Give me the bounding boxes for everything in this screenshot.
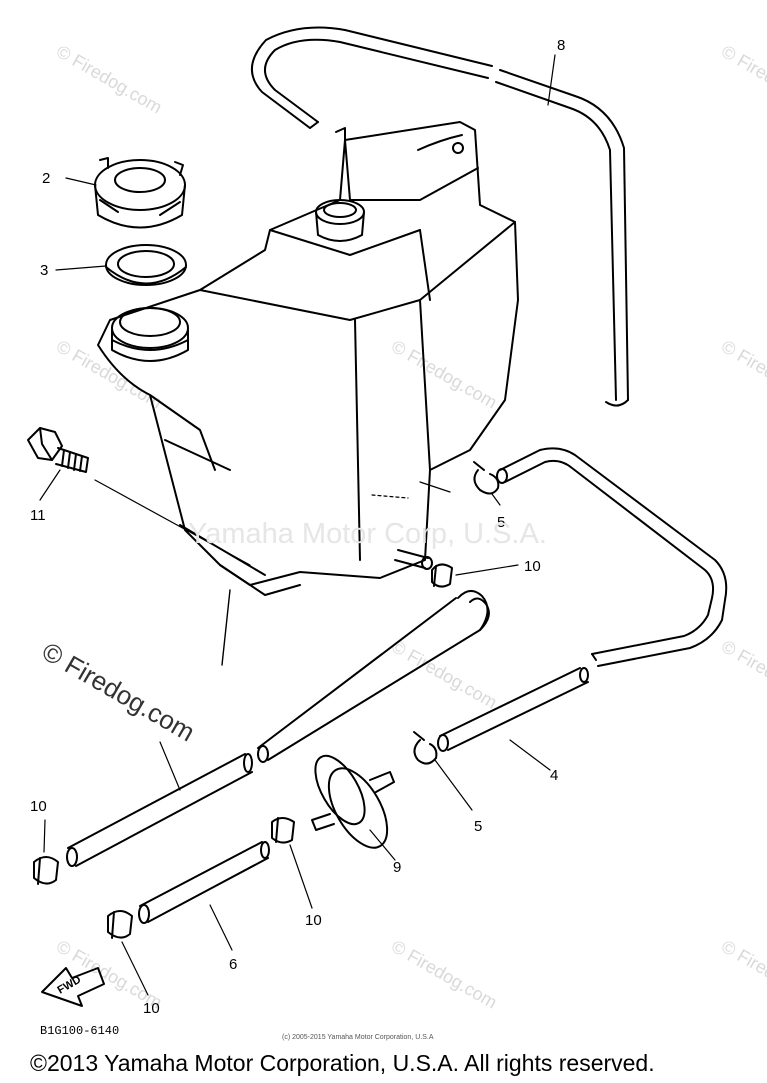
bolt-leader-line (94, 479, 251, 566)
callout-11: 11 (30, 507, 46, 524)
callout-10-bottom: 10 (143, 1000, 160, 1017)
callout-leaders (39, 54, 556, 996)
watermark-tile: © Firedog.com (718, 936, 767, 1012)
watermark-tile: © Firedog.com (53, 41, 165, 117)
mounting-bolt-11 (27, 427, 89, 473)
fwd-label: FWD (56, 974, 84, 997)
small-copyright: (c) 2005-2015 Yamaha Motor Corporation, … (282, 1034, 434, 1041)
callout-6: 6 (229, 956, 237, 973)
callout-4: 4 (550, 767, 558, 784)
watermark-tile: © Firedog.com (718, 636, 767, 712)
callout-10-left: 10 (30, 798, 47, 815)
watermark-tile: © Firedog.com (388, 336, 500, 412)
callout-2: 2 (42, 170, 50, 187)
hose-clip-5-upper (473, 461, 500, 495)
tank-leader-line-1 (221, 589, 231, 666)
tank-outlet-nipple (371, 481, 451, 570)
hose-clamp-10-mid (271, 817, 295, 844)
callout-8: 8 (557, 37, 565, 54)
hose-4 (437, 667, 589, 752)
return-hose-upper (496, 447, 728, 667)
watermark-tile: © Firedog.com (718, 41, 767, 117)
callout-3: 3 (40, 262, 48, 279)
hose-clip-5-lower (413, 731, 438, 765)
center-watermark: Yamaha Motor Corp, U.S.A. (188, 518, 547, 550)
hose-clamp-10-left (33, 856, 59, 885)
callout-9: 9 (393, 859, 401, 876)
hose-clamp-10-bottom (107, 910, 133, 939)
overflow-hose-8 (250, 26, 629, 407)
fuel-filter-9 (311, 754, 395, 849)
footer-copyright: ©2013 Yamaha Motor Corporation, U.S.A. A… (30, 1050, 655, 1076)
reservoir-cap-2 (94, 157, 186, 229)
cap-gasket-3 (105, 244, 187, 286)
diagram-code: B1G100-6140 (40, 1024, 120, 1038)
callout-5-lower: 5 (474, 818, 482, 835)
watermark-tile: © Firedog.com (388, 636, 500, 712)
hose-7 (66, 753, 253, 867)
fwd-arrow (41, 967, 105, 1007)
callout-10-mid: 10 (305, 912, 322, 929)
filler-neck (111, 307, 189, 362)
tank-inlet-boss (315, 199, 365, 242)
callout-10-upper: 10 (524, 558, 541, 575)
feed-hose-lower (257, 590, 490, 763)
callout-numbers: 2 3 8 11 5 10 4 5 9 10 6 10 10 (30, 37, 565, 1017)
hose-clamp-10-upper (431, 563, 453, 588)
watermark-tile: © Firedog.com (388, 936, 500, 1012)
watermark-tile: © Firedog.com (718, 336, 767, 412)
reservoir-tank (97, 121, 519, 596)
callout-5-upper: 5 (497, 514, 505, 531)
hose-6 (138, 841, 270, 924)
